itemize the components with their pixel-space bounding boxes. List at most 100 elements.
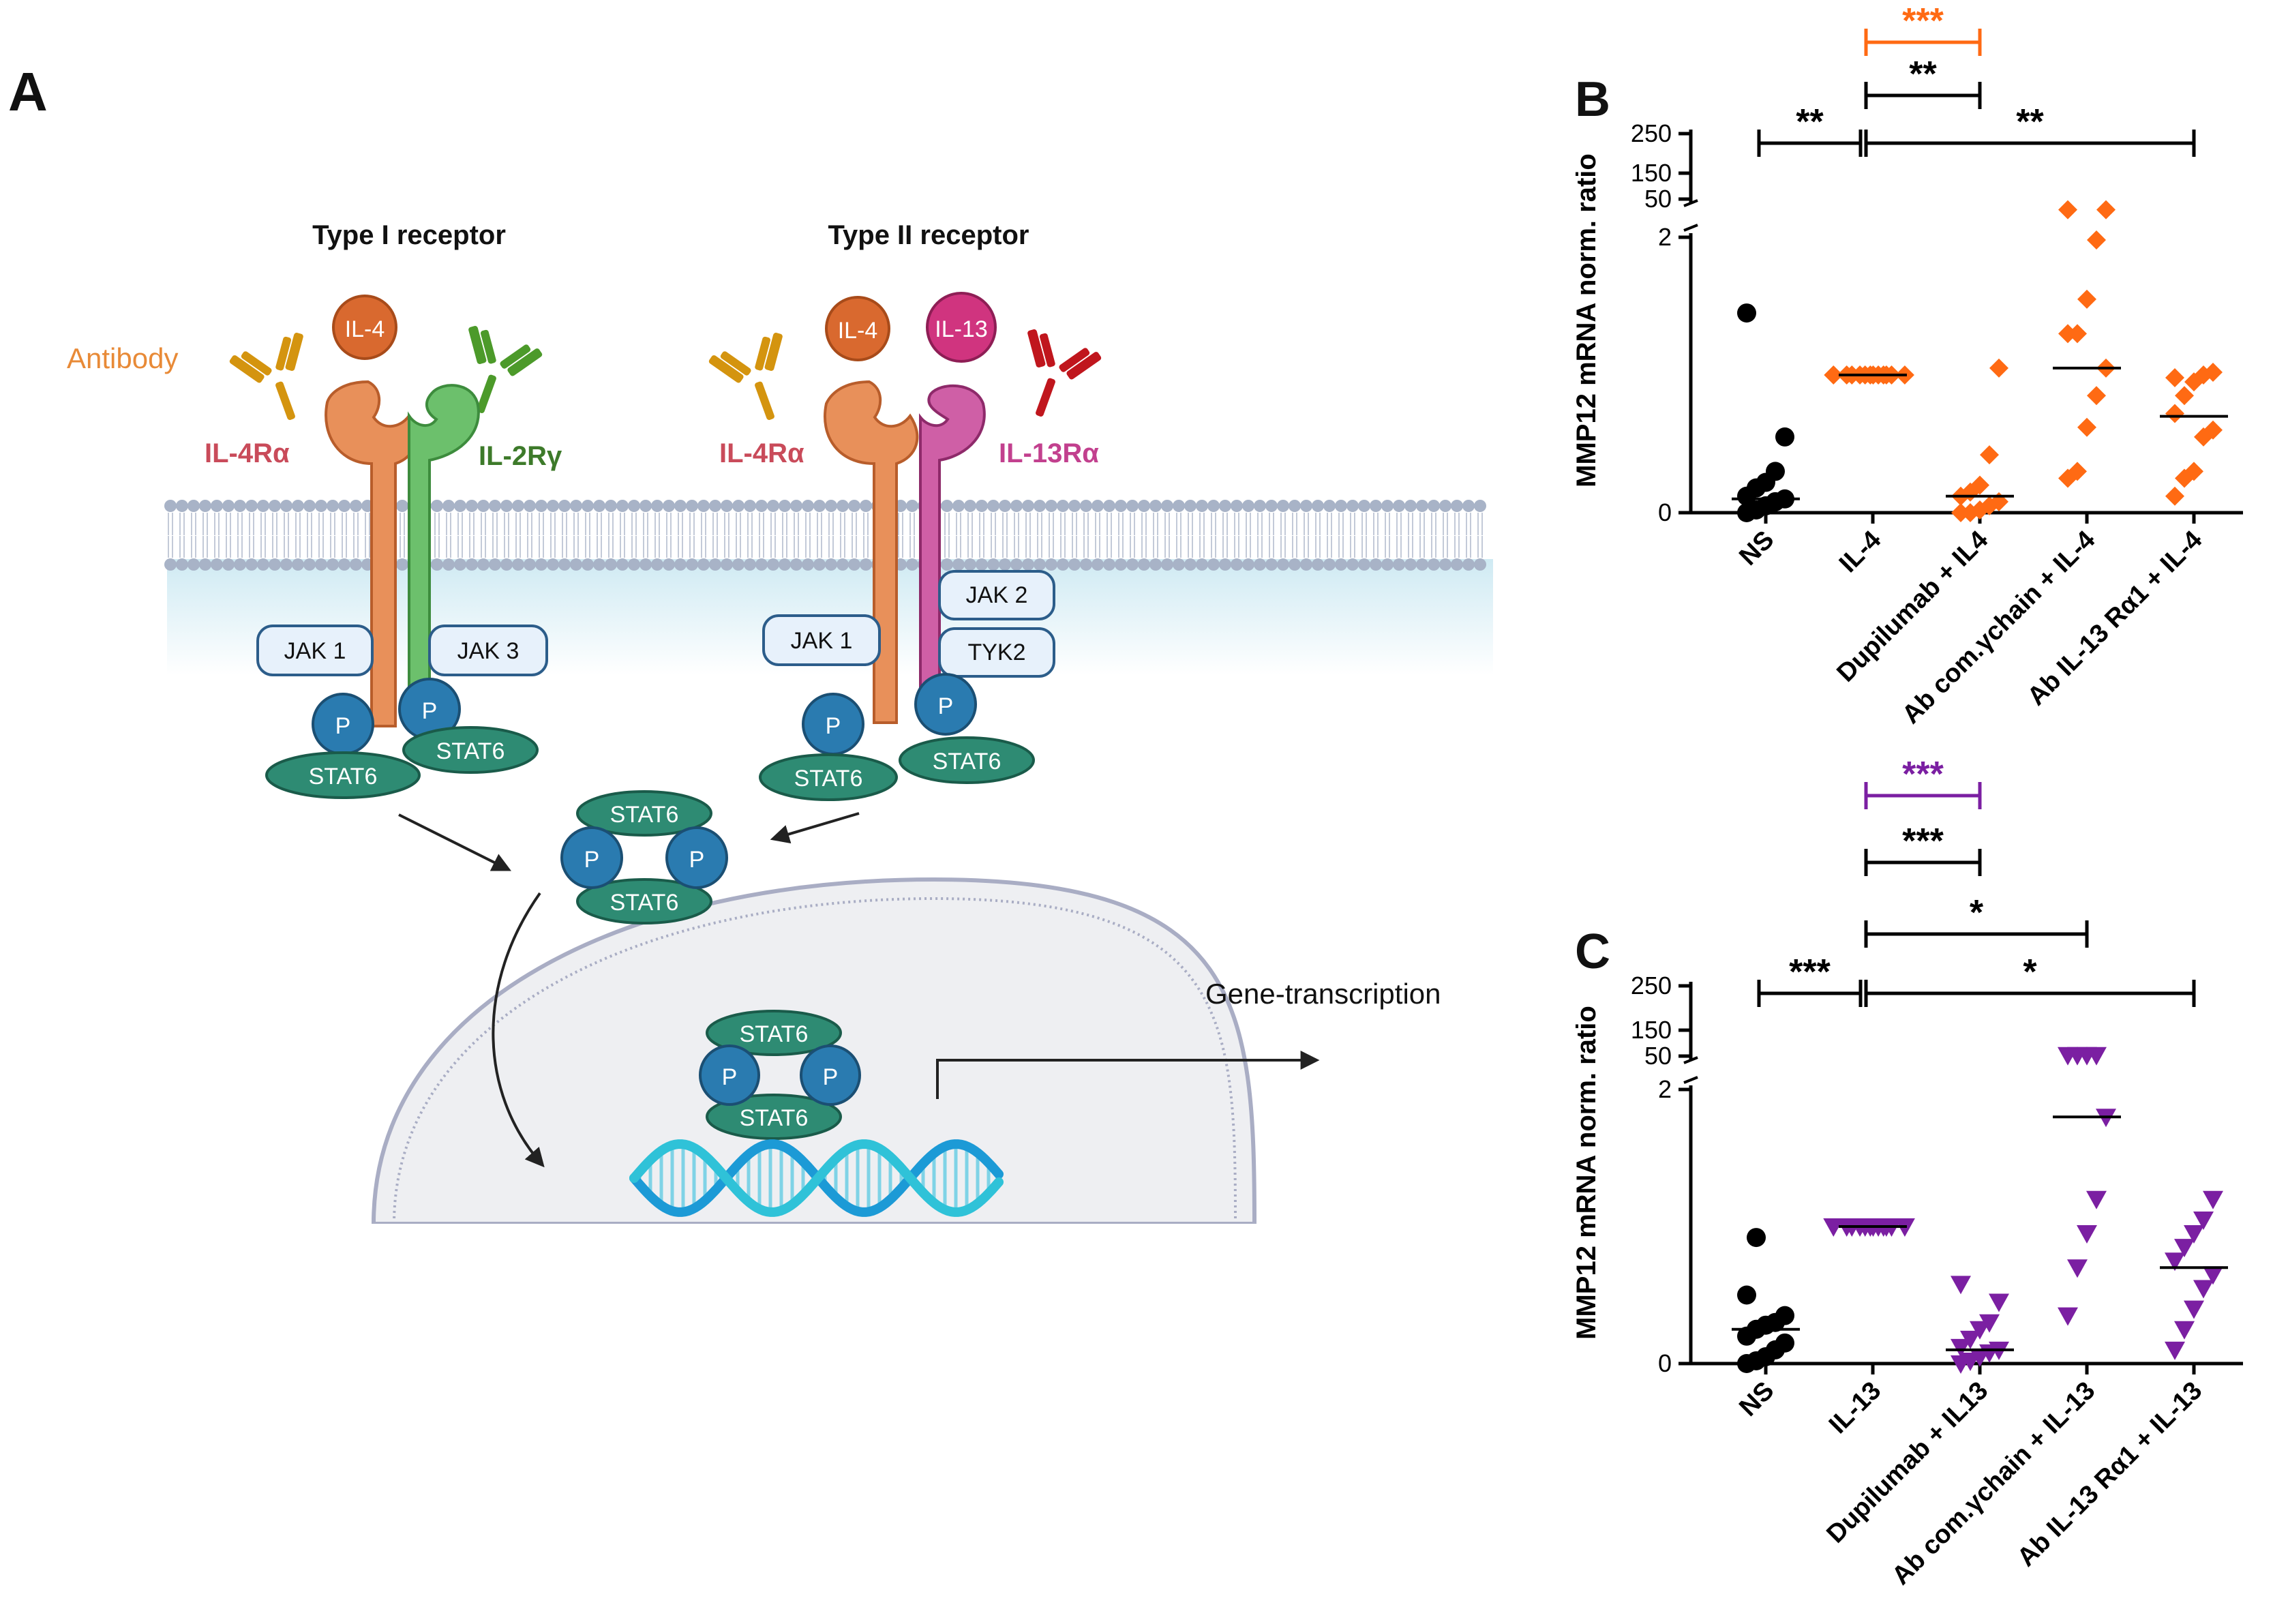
lipid-head [1404, 500, 1417, 512]
lipid-head [790, 558, 802, 571]
stat6-label: STAT6 [933, 749, 1002, 775]
lipid-head [176, 500, 188, 512]
lipid-head [303, 500, 316, 512]
lipid-head [350, 500, 362, 512]
lipid-head [500, 558, 513, 571]
lipid-head [338, 500, 350, 512]
il4-ligand [825, 296, 890, 361]
lipid-head [1289, 500, 1301, 512]
lipid-head [825, 558, 837, 571]
stat6-label: STAT6 [436, 738, 505, 764]
lipid-head [1474, 558, 1486, 571]
lipid-head [987, 558, 999, 571]
phospho-label: P [823, 1064, 839, 1090]
lipid-head [999, 500, 1011, 512]
phospho-label: P [689, 847, 705, 873]
lipid-head [547, 500, 559, 512]
phospho-label: P [722, 1064, 738, 1090]
data-point [1980, 445, 1999, 465]
data-point [2087, 386, 2106, 406]
lipid-head [744, 558, 756, 571]
lipid-head [1393, 558, 1405, 571]
y-tick-label: 50 [1644, 185, 1672, 213]
lipid-head [1300, 558, 1312, 571]
lipid-head [651, 558, 663, 571]
jak3-box [428, 625, 548, 676]
data-point [1970, 475, 1989, 495]
stat6-ellipse [706, 1010, 842, 1056]
lipid-head [431, 500, 443, 512]
lipid-head [280, 558, 292, 571]
phospho-label: P [422, 698, 438, 724]
lipid-head [837, 500, 849, 512]
lipid-head [744, 500, 756, 512]
lipid-head [1126, 500, 1139, 512]
lipid-head [1254, 558, 1266, 571]
y-tick-label: 2 [1658, 1075, 1672, 1103]
lipid-head [802, 500, 814, 512]
data-point [1737, 1285, 1756, 1305]
lipid-head [489, 558, 501, 571]
lipid-head [257, 500, 269, 512]
lipid-head [987, 500, 999, 512]
lipid-head [790, 500, 802, 512]
y-tick-label: 2 [1658, 223, 1672, 251]
lipid-head [837, 558, 849, 571]
panel-letter: B [1575, 72, 1610, 127]
lipid-head [1312, 500, 1324, 512]
stat6-dimer-nuclear: STAT6 STAT6 P P [699, 1010, 861, 1140]
x-tick-label: IL-4 [1834, 526, 1886, 578]
lipid-head [1358, 558, 1370, 571]
lipid-head [1022, 500, 1034, 512]
axis-break-mark [1683, 224, 1698, 232]
data-point [2077, 1225, 2097, 1244]
lipid-head [779, 500, 791, 512]
lipid-head [663, 558, 675, 571]
tyk2-box [938, 627, 1055, 678]
type2-receptor-title: Type II receptor [828, 220, 1029, 250]
lipid-head [1034, 558, 1046, 571]
lipid-head [269, 558, 281, 571]
lipid-head [280, 500, 292, 512]
lipid-head [582, 500, 594, 512]
lipid-head [1439, 500, 1451, 512]
y-tick-label: 250 [1631, 119, 1672, 147]
jak1-box [256, 625, 374, 676]
lipid-head [1323, 558, 1336, 571]
lipid-head [1219, 558, 1231, 571]
jak3-label: JAK 3 [457, 638, 520, 664]
data-point [2165, 404, 2184, 423]
lipid-head [1161, 558, 1173, 571]
significance-label: ** [1909, 55, 1937, 94]
stat6-label: STAT6 [610, 802, 679, 828]
lipid-head [1462, 500, 1475, 512]
data-point [1970, 1321, 1990, 1340]
lipid-head [500, 500, 513, 512]
lipid-head [1045, 558, 1057, 571]
y-tick-label: 0 [1658, 1349, 1672, 1377]
jak1-box [762, 614, 881, 666]
significance-label: ** [2016, 102, 2044, 142]
stat6-label: STAT6 [794, 766, 863, 792]
lipid-head [651, 500, 663, 512]
data-point [1775, 1333, 1794, 1353]
x-tick-label: IL-13 [1824, 1377, 1886, 1439]
data-point [2175, 386, 2194, 406]
data-point [1824, 365, 1843, 385]
lipid-head [1057, 558, 1069, 571]
tyk2-label: TYK2 [967, 640, 1025, 665]
stat6-ellipse [402, 726, 539, 774]
y-tick-label: 50 [1644, 1042, 1672, 1070]
lipid-head [1184, 558, 1196, 571]
y-tick-label: 150 [1631, 159, 1672, 187]
y-tick-label: 150 [1631, 1016, 1672, 1044]
lipid-head [1462, 558, 1475, 571]
il13-ligand-label: IL-13 [935, 316, 988, 342]
lipid-head [906, 558, 918, 571]
data-point [2068, 462, 2087, 481]
lipid-head [187, 558, 200, 571]
lipid-head [327, 558, 339, 571]
phospho-icon [665, 826, 728, 889]
lipid-head [222, 558, 235, 571]
